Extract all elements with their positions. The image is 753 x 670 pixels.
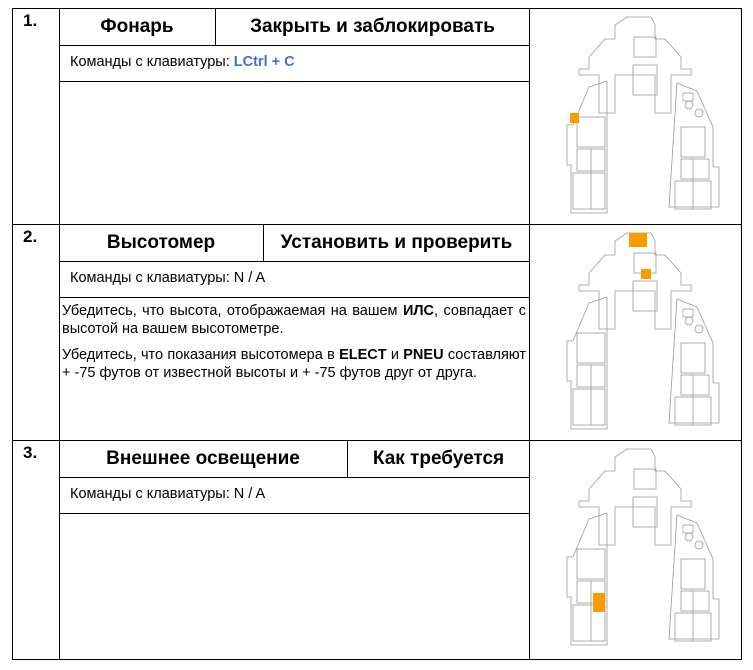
step-item: Внешнее освещение [59, 441, 348, 477]
keyboard-label: Команды с клавиатуры: [70, 270, 230, 286]
step-content: Внешнее освещение Как требуется Команды … [59, 441, 530, 660]
step-action: Как требуется [372, 448, 505, 469]
keyboard-value: N / A [233, 270, 266, 286]
description-paragraph-2: Убедитесь, что показания высотомера в EL… [62, 347, 526, 381]
step-row-1: 1. Фонарь Закрыть и заблокировать Команд… [12, 8, 742, 224]
keyboard-commands: Команды с клавиатуры: LCtrl + C [59, 45, 529, 82]
keyboard-label: Команды с клавиатуры: [70, 54, 230, 70]
cockpit-diagram-icon [566, 16, 720, 214]
step-header: Внешнее освещение Как требуется [59, 441, 529, 478]
cockpit-diagram-icon [566, 232, 720, 430]
cockpit-diagram-2 [529, 225, 741, 440]
step-number: 1. [23, 11, 38, 30]
step-number-cell: 2. [13, 225, 60, 440]
step-number: 3. [23, 443, 38, 462]
step-number-cell: 3. [13, 441, 60, 660]
step-number: 2. [23, 227, 38, 246]
step-row-3: 3. Внешнее освещение Как требуется Коман… [12, 440, 742, 660]
cockpit-diagram-icon [566, 448, 720, 646]
step-action: Закрыть и заблокировать [250, 16, 495, 37]
step-row-2: 2. Высотомер Установить и проверить Кома… [12, 224, 742, 440]
keyboard-label: Команды с клавиатуры: [70, 486, 230, 502]
step-header: Высотомер Установить и проверить [59, 225, 529, 262]
table-bottom-border [12, 659, 742, 660]
step-item: Высотомер [59, 225, 264, 261]
step-number-cell: 1. [13, 9, 60, 224]
cockpit-diagram-1 [529, 9, 741, 224]
keyboard-commands: Команды с клавиатуры: N / A [59, 261, 529, 298]
step-content: Фонарь Закрыть и заблокировать Команды с… [59, 9, 530, 224]
cockpit-diagram-3 [529, 441, 741, 660]
step-action: Установить и проверить [280, 232, 513, 253]
step-content: Высотомер Установить и проверить Команды… [59, 225, 530, 440]
keyboard-commands: Команды с клавиатуры: N / A [59, 477, 529, 514]
step-item: Фонарь [59, 9, 216, 45]
step-description: Убедитесь, что высота, отображаемая на в… [59, 298, 529, 394]
keyboard-value: LCtrl + C [233, 54, 295, 70]
description-paragraph-1: Убедитесь, что высота, отображаемая на в… [62, 303, 526, 337]
step-header: Фонарь Закрыть и заблокировать [59, 9, 529, 46]
keyboard-value: N / A [233, 486, 266, 502]
